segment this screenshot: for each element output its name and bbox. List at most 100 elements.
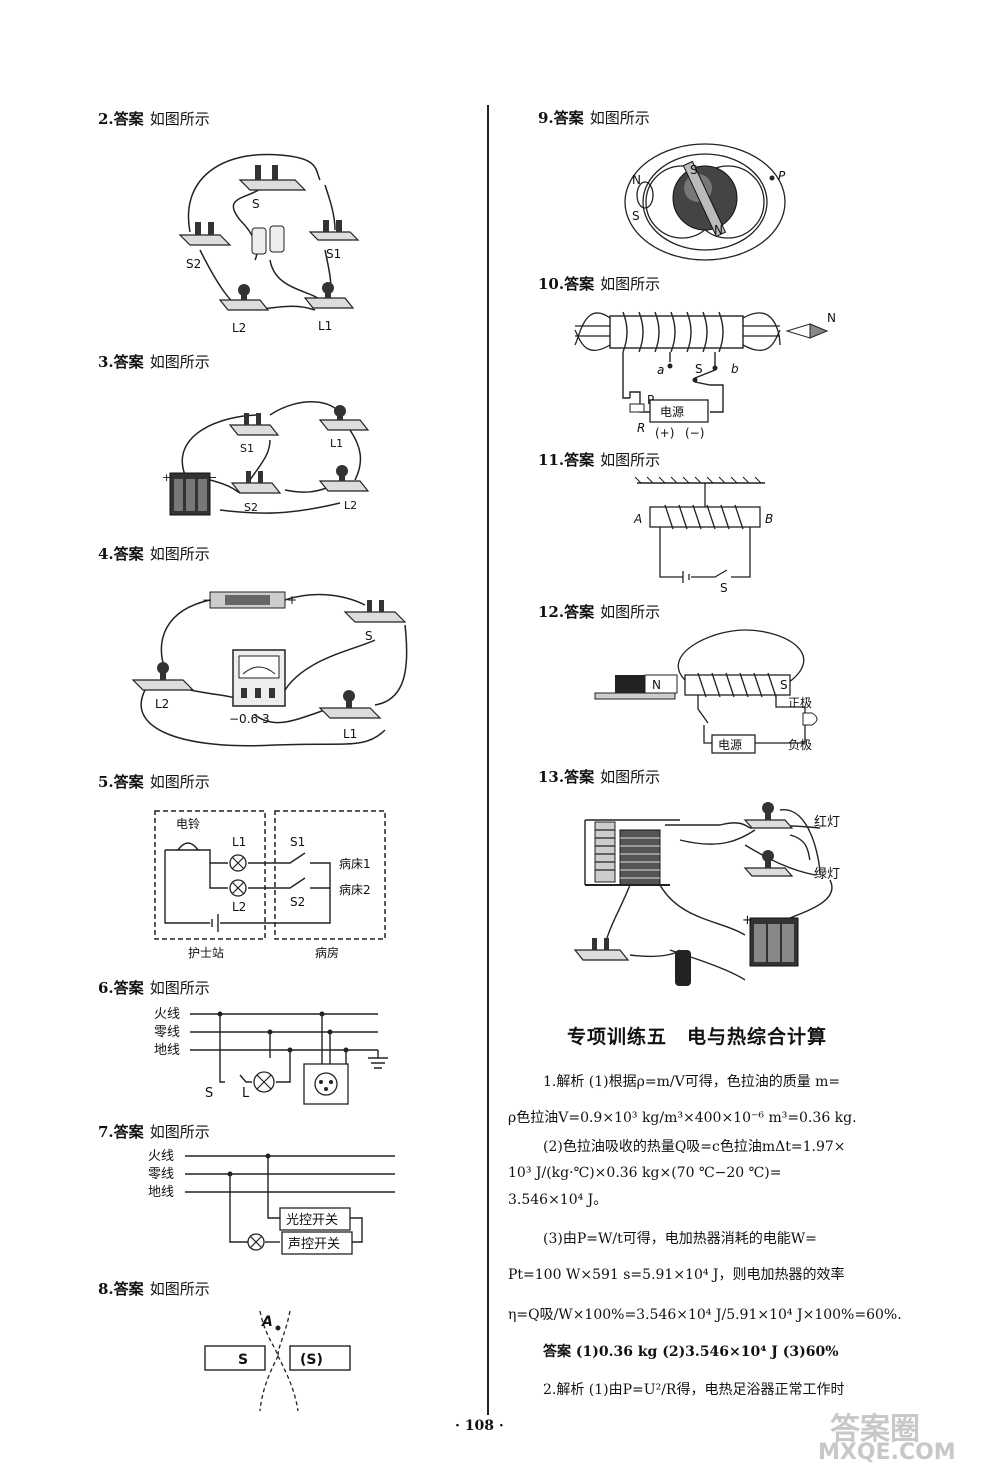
fig4-label-l2: L2 xyxy=(155,697,169,711)
answer-label-12: 12.答案如图所示 xyxy=(538,603,661,621)
fig9-label-s-left: S xyxy=(632,209,640,223)
fig7-label-live: 火线 xyxy=(148,1149,174,1164)
answer-label-4: 4.答案如图所示 xyxy=(98,545,210,563)
fig5-label-bell: 电铃 xyxy=(176,816,200,831)
figure-6-circuit: 火线 零线 地线 S L xyxy=(154,1007,388,1105)
fig9-label-p: P xyxy=(778,169,786,183)
fig2-label-s1: S1 xyxy=(326,247,341,261)
fig12-label-power: 电源 xyxy=(718,738,742,752)
fig8-label-a: A xyxy=(261,1314,273,1330)
fig9-label-n-magnet: N xyxy=(714,223,723,237)
fig13-label-green-lamp: 绿灯 xyxy=(814,867,840,882)
fig11-label-a: A xyxy=(633,512,642,526)
answer-label-10: 10.答案如图所示 xyxy=(538,275,661,293)
fig10-label-s: S xyxy=(695,362,703,376)
solution-line-5: 3.546×10⁴ J。 xyxy=(508,1192,608,1208)
fig11-label-s: S xyxy=(720,581,728,595)
fig10-label-a: a xyxy=(657,363,664,377)
answer-label-2: 2.答案如图所示 xyxy=(98,110,210,128)
solution-line-1: 1.解析 (1)根据ρ=m/V可得，色拉油的质量 m= xyxy=(543,1074,841,1090)
figure-9-magnetic-field: N S S N P xyxy=(624,143,786,261)
figure-4-circuit: − + S L2 −0.6 3 L1 xyxy=(131,591,408,747)
figure-11-hanging-coil: A B S xyxy=(633,476,773,595)
fig6-label-live: 火线 xyxy=(154,1007,180,1022)
fig7-label-light-switch: 光控开关 xyxy=(286,1213,338,1228)
answer-label-6: 6.答案如图所示 xyxy=(98,979,210,997)
fig3-label-s2: S2 xyxy=(244,501,258,514)
fig10-label-n: N xyxy=(827,311,836,325)
fig5-label-nurse: 护士站 xyxy=(188,946,224,960)
fig3-label-s1: S1 xyxy=(240,442,254,455)
fig6-label-ground: 地线 xyxy=(154,1043,180,1058)
fig13-label-plus: + xyxy=(742,913,753,928)
figure-3-circuit: L1 S1 S2 L2 + − xyxy=(162,401,370,516)
fig10-label-p: P xyxy=(647,393,654,407)
fig12-label-s: S xyxy=(780,678,788,692)
answer-label-3: 3.答案如图所示 xyxy=(98,353,210,371)
fig4-label-s: S xyxy=(365,629,373,643)
figure-13-relay: 红灯 绿灯 + xyxy=(573,802,840,986)
fig4-label-l1: L1 xyxy=(343,727,357,741)
fig2-label-l2: L2 xyxy=(232,321,246,335)
fig8-label-s: S xyxy=(238,1352,248,1368)
answer-label-13: 13.答案如图所示 xyxy=(538,768,661,786)
fig8-label-s-paren: (S) xyxy=(300,1352,323,1368)
fig5-label-l2: L2 xyxy=(232,900,246,914)
fig5-label-ward: 病房 xyxy=(315,945,339,960)
figure-12-electromagnet: N S 正极 负极 电源 xyxy=(594,629,818,754)
solution-line-3: (2)色拉油吸收的热量Q吸=c色拉油mΔt=1.97× xyxy=(543,1139,846,1155)
solution-line-7: Pt=100 W×591 s=5.91×10⁴ J，则电加热器的效率 xyxy=(508,1267,845,1283)
watermark-cn: 答案圈 xyxy=(830,1412,920,1447)
fig12-label-n: N xyxy=(652,678,661,692)
fig10-label-r: R xyxy=(637,421,645,435)
fig3-label-minus: − xyxy=(208,471,217,484)
solution-line-10: 2.解析 (1)由P=U²/R得，电热足浴器正常工作时 xyxy=(543,1382,845,1398)
figure-2-circuit: S S2 S1 L2 L1 xyxy=(178,153,360,335)
page-number: · 108 · xyxy=(455,1418,504,1434)
figure-8-magnets: A S (S) xyxy=(204,1310,351,1412)
fig5-label-l1: L1 xyxy=(232,835,246,849)
solution-line-2: ρ色拉油V=0.9×10³ kg/m³×400×10⁻⁶ m³=0.36 kg. xyxy=(508,1110,857,1126)
fig2-label-l1: L1 xyxy=(318,319,332,333)
fig6-label-s: S xyxy=(205,1086,213,1101)
fig6-label-neutral: 零线 xyxy=(154,1025,180,1040)
watermark: MXQE.COM xyxy=(818,1440,956,1465)
fig7-label-neutral: 零线 xyxy=(148,1167,174,1182)
fig3-label-l1: L1 xyxy=(330,437,343,450)
fig4-label-ammeter: −0.6 3 xyxy=(229,712,270,726)
figure-7-circuit: 火线 零线 地线 光控开关 声控开关 xyxy=(148,1149,395,1255)
fig9-label-n-left: N xyxy=(632,173,641,187)
answer-label-8: 8.答案如图所示 xyxy=(98,1280,210,1298)
fig5-label-s2: S2 xyxy=(290,895,305,909)
fig10-label-power: 电源 xyxy=(660,405,684,419)
section-title: 专项训练五 电与热综合计算 xyxy=(567,1026,828,1048)
fig9-label-s-magnet: S xyxy=(690,163,698,177)
fig6-label-l: L xyxy=(242,1086,250,1101)
fig5-label-bed1: 病床1 xyxy=(339,856,371,871)
solution-line-6: (3)由P=W/t可得，电加热器消耗的电能W= xyxy=(543,1231,817,1247)
fig4-label-minus: − xyxy=(202,593,212,607)
fig10-label-b: b xyxy=(731,362,739,376)
answer-label-11: 11.答案如图所示 xyxy=(538,451,661,469)
figure-10-solenoid: N a S b P 电源 R (+) (−) xyxy=(574,311,836,440)
column-divider xyxy=(487,105,489,1415)
fig5-label-s1: S1 xyxy=(290,835,305,849)
fig4-label-plus: + xyxy=(287,593,297,607)
fig7-label-sound-switch: 声控开关 xyxy=(288,1237,340,1252)
solution-line-4: 10³ J/(kg·℃)×0.36 kg×(70 ℃−20 ℃)= xyxy=(508,1165,782,1181)
answer-label-7: 7.答案如图所示 xyxy=(98,1123,210,1141)
fig3-label-plus: + xyxy=(162,471,171,484)
fig11-label-b: B xyxy=(765,512,773,526)
figure-5-circuit: 电铃 L1 L2 S1 S2 病床1 病床2 护士站 病房 xyxy=(154,810,386,960)
fig2-label-s: S xyxy=(252,197,260,211)
fig12-label-negative: 负极 xyxy=(788,738,812,752)
fig10-label-minus: (−) xyxy=(685,426,704,440)
answer-label-9: 9.答案如图所示 xyxy=(538,109,650,127)
fig13-label-red-lamp: 红灯 xyxy=(814,814,840,830)
fig10-label-plus: (+) xyxy=(655,426,674,440)
answer-label-5: 5.答案如图所示 xyxy=(98,773,210,791)
fig2-label-s2: S2 xyxy=(186,257,201,271)
solution-line-8: η=Q吸/W×100%=3.546×10⁴ J/5.91×10⁴ J×100%=… xyxy=(508,1307,902,1323)
fig12-label-positive: 正极 xyxy=(788,696,812,710)
fig5-label-bed2: 病床2 xyxy=(339,882,371,897)
